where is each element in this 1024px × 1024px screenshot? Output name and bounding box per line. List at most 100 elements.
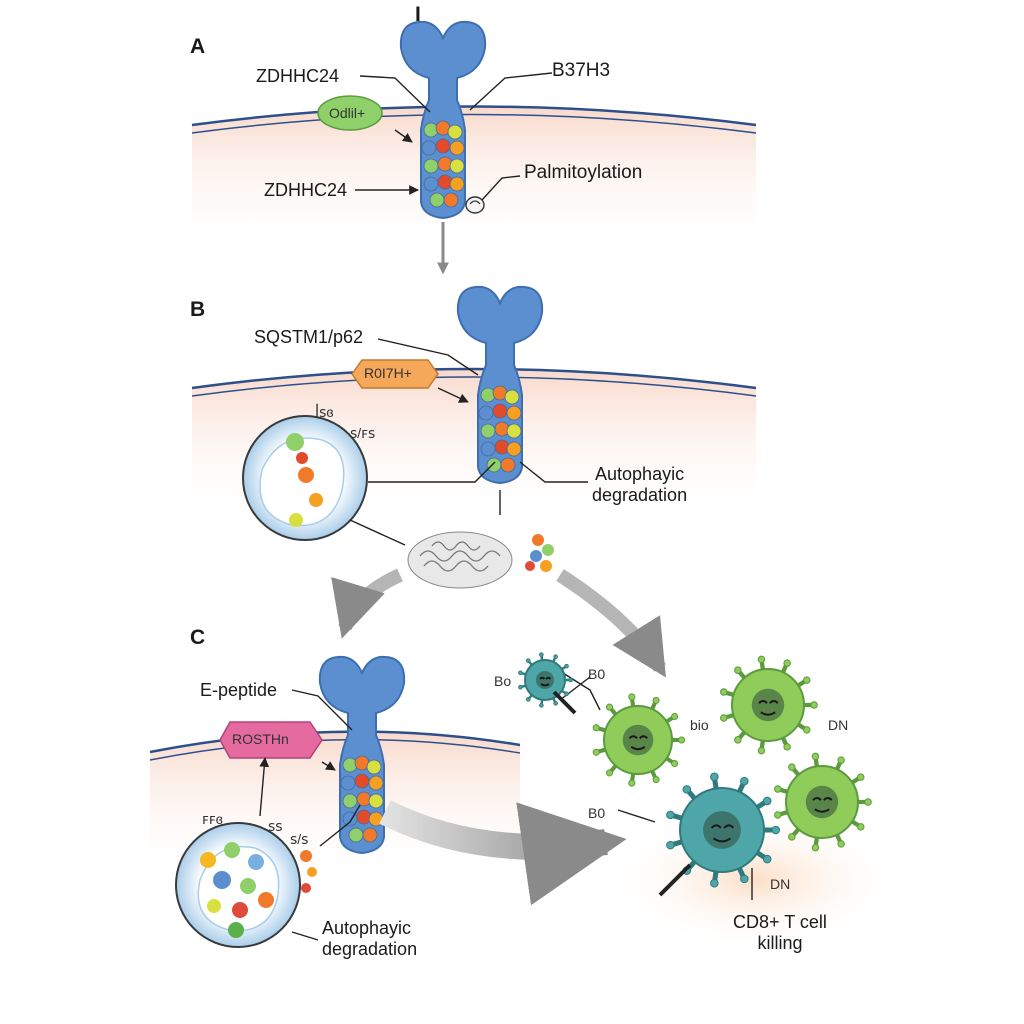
enzyme-c-label: ROSTHn	[232, 731, 289, 747]
cell-spike-tip	[783, 743, 791, 751]
panel-label-b: B	[190, 298, 206, 321]
receptor-residue	[447, 124, 463, 140]
cell-spike-tip	[811, 752, 820, 761]
scribble-b-2: ꜱ/ꜰꜱ	[350, 425, 376, 441]
receptor-residue	[362, 827, 378, 843]
zdhhc24-label-bottom: ZDHHC24	[264, 180, 348, 200]
cell-nucleus	[536, 671, 554, 689]
cell-spike-tip	[803, 726, 811, 734]
cell-nucleus	[751, 688, 785, 722]
cd8-caption-line1: CD8+ T cell	[733, 912, 827, 932]
cell-spike-tip	[757, 746, 766, 755]
cell-face	[710, 824, 735, 843]
sqstm1-label: SQSTM1/p62	[254, 327, 364, 347]
tcell-label-b0-top: B0	[588, 666, 606, 682]
cd8-killing-caption: CD8+ T cell killing	[720, 912, 840, 953]
panel-a-membrane	[191, 105, 757, 250]
scribble-c-1: ꜰꜰɞ	[202, 811, 223, 827]
cell-spike-tip	[783, 659, 791, 667]
cell-spike-tip	[864, 798, 872, 806]
cell-spike-tip	[734, 666, 742, 674]
tcell-label-bio: bio	[690, 717, 709, 733]
cell-spike-tip	[568, 677, 573, 683]
cell-spike-tip	[774, 811, 782, 819]
cell-spike-tip	[774, 785, 782, 793]
peptide-fragment-c	[300, 850, 317, 893]
cell-spike-tip	[837, 756, 845, 764]
palmitoylation-label: Palmitoylation	[524, 162, 643, 183]
cell-spike-tip	[628, 693, 636, 701]
cell-spike-tip	[564, 663, 569, 669]
cell-spike-tip	[710, 772, 719, 782]
cell-nucleus	[703, 811, 741, 849]
receptor-body	[318, 655, 406, 855]
panel-label-a: A	[190, 35, 206, 58]
cell-spike-tip	[682, 785, 692, 794]
cell-spike-tip	[525, 697, 531, 702]
scribble-c-2: ꜱꜱ	[268, 818, 283, 834]
cell-spike-tip	[518, 684, 523, 690]
b7h3-receptor-b	[456, 285, 544, 485]
cell-spike-tip	[677, 736, 686, 744]
cell-spike-tip	[518, 670, 523, 676]
cell-spike-tip	[803, 676, 811, 684]
cell-spike-tip	[720, 688, 728, 696]
receptor-residue	[449, 158, 465, 174]
cell-spike-tip	[525, 658, 531, 663]
autophagosome-c	[175, 822, 301, 948]
cd8-t-cell	[666, 772, 781, 888]
receptor-residue	[368, 793, 384, 809]
tcell-label-dn-right: DN	[828, 717, 849, 733]
cell-nucleus	[805, 785, 839, 819]
autophagic-b-line2: degradation	[592, 484, 688, 505]
autophagic-label-c: Autophayic degradation	[322, 918, 417, 959]
flow-arrows	[331, 222, 666, 906]
scribble-b-1: ꟾꜱɞ	[315, 404, 334, 420]
cell-spike-tip	[628, 779, 636, 787]
killer-tendrils	[552, 690, 692, 897]
cell-spike-tip	[605, 703, 614, 711]
autophagic-label-b: Autophayic degradation	[592, 464, 687, 505]
cell-spike-tip	[539, 652, 544, 657]
receptor-residue	[506, 441, 522, 457]
cell-face	[758, 700, 779, 716]
green-t-cell-3	[774, 752, 872, 852]
receptor-residue	[500, 457, 516, 473]
cell-spike-tip	[837, 840, 845, 848]
receptor-residue	[506, 423, 522, 439]
cell-spike-tip	[553, 700, 558, 706]
cell-spike-tip	[671, 759, 679, 768]
top-mark: I	[415, 3, 421, 26]
autophagic-b-line1: Autophayic	[595, 464, 685, 484]
connector-lines	[259, 72, 753, 941]
tcell-label-dn-bottom: DN	[770, 876, 791, 892]
cell-spike-tip	[666, 810, 675, 820]
epeptide-label: E-peptide	[200, 680, 278, 700]
cell-face	[812, 797, 833, 813]
cell-spike-tip	[734, 736, 742, 744]
cell-spike-tip	[762, 796, 772, 806]
panel-label-c: C	[190, 626, 206, 649]
cd8-caption-line2: killing	[757, 932, 803, 953]
cell-spike-tip	[592, 724, 600, 732]
cell-spike-tip	[564, 691, 569, 697]
green-t-cell-2	[720, 655, 818, 755]
autophagic-c-line2: degradation	[322, 938, 418, 959]
zdhhc24-enzyme-label: Odlil+	[329, 105, 366, 121]
cell-spike-tip	[605, 769, 614, 777]
degraded-protein-cluster	[407, 531, 513, 589]
b7h3-label: B37H3	[552, 60, 611, 81]
cell-spike-tip	[553, 654, 558, 660]
cell-spike-tip	[857, 773, 865, 781]
zdhhc24-label-top: ZDHHC24	[256, 66, 340, 86]
receptor-residue	[449, 176, 465, 192]
cell-spike-tip	[539, 703, 544, 708]
cell-spike-tip	[740, 874, 749, 884]
receptor-residue	[443, 192, 459, 208]
cell-spike-tip	[788, 833, 796, 841]
cell-spike-tip	[652, 776, 660, 784]
receptor-body	[456, 285, 544, 485]
cell-spike-tip	[671, 712, 679, 721]
cell-spike-tip	[811, 843, 820, 852]
